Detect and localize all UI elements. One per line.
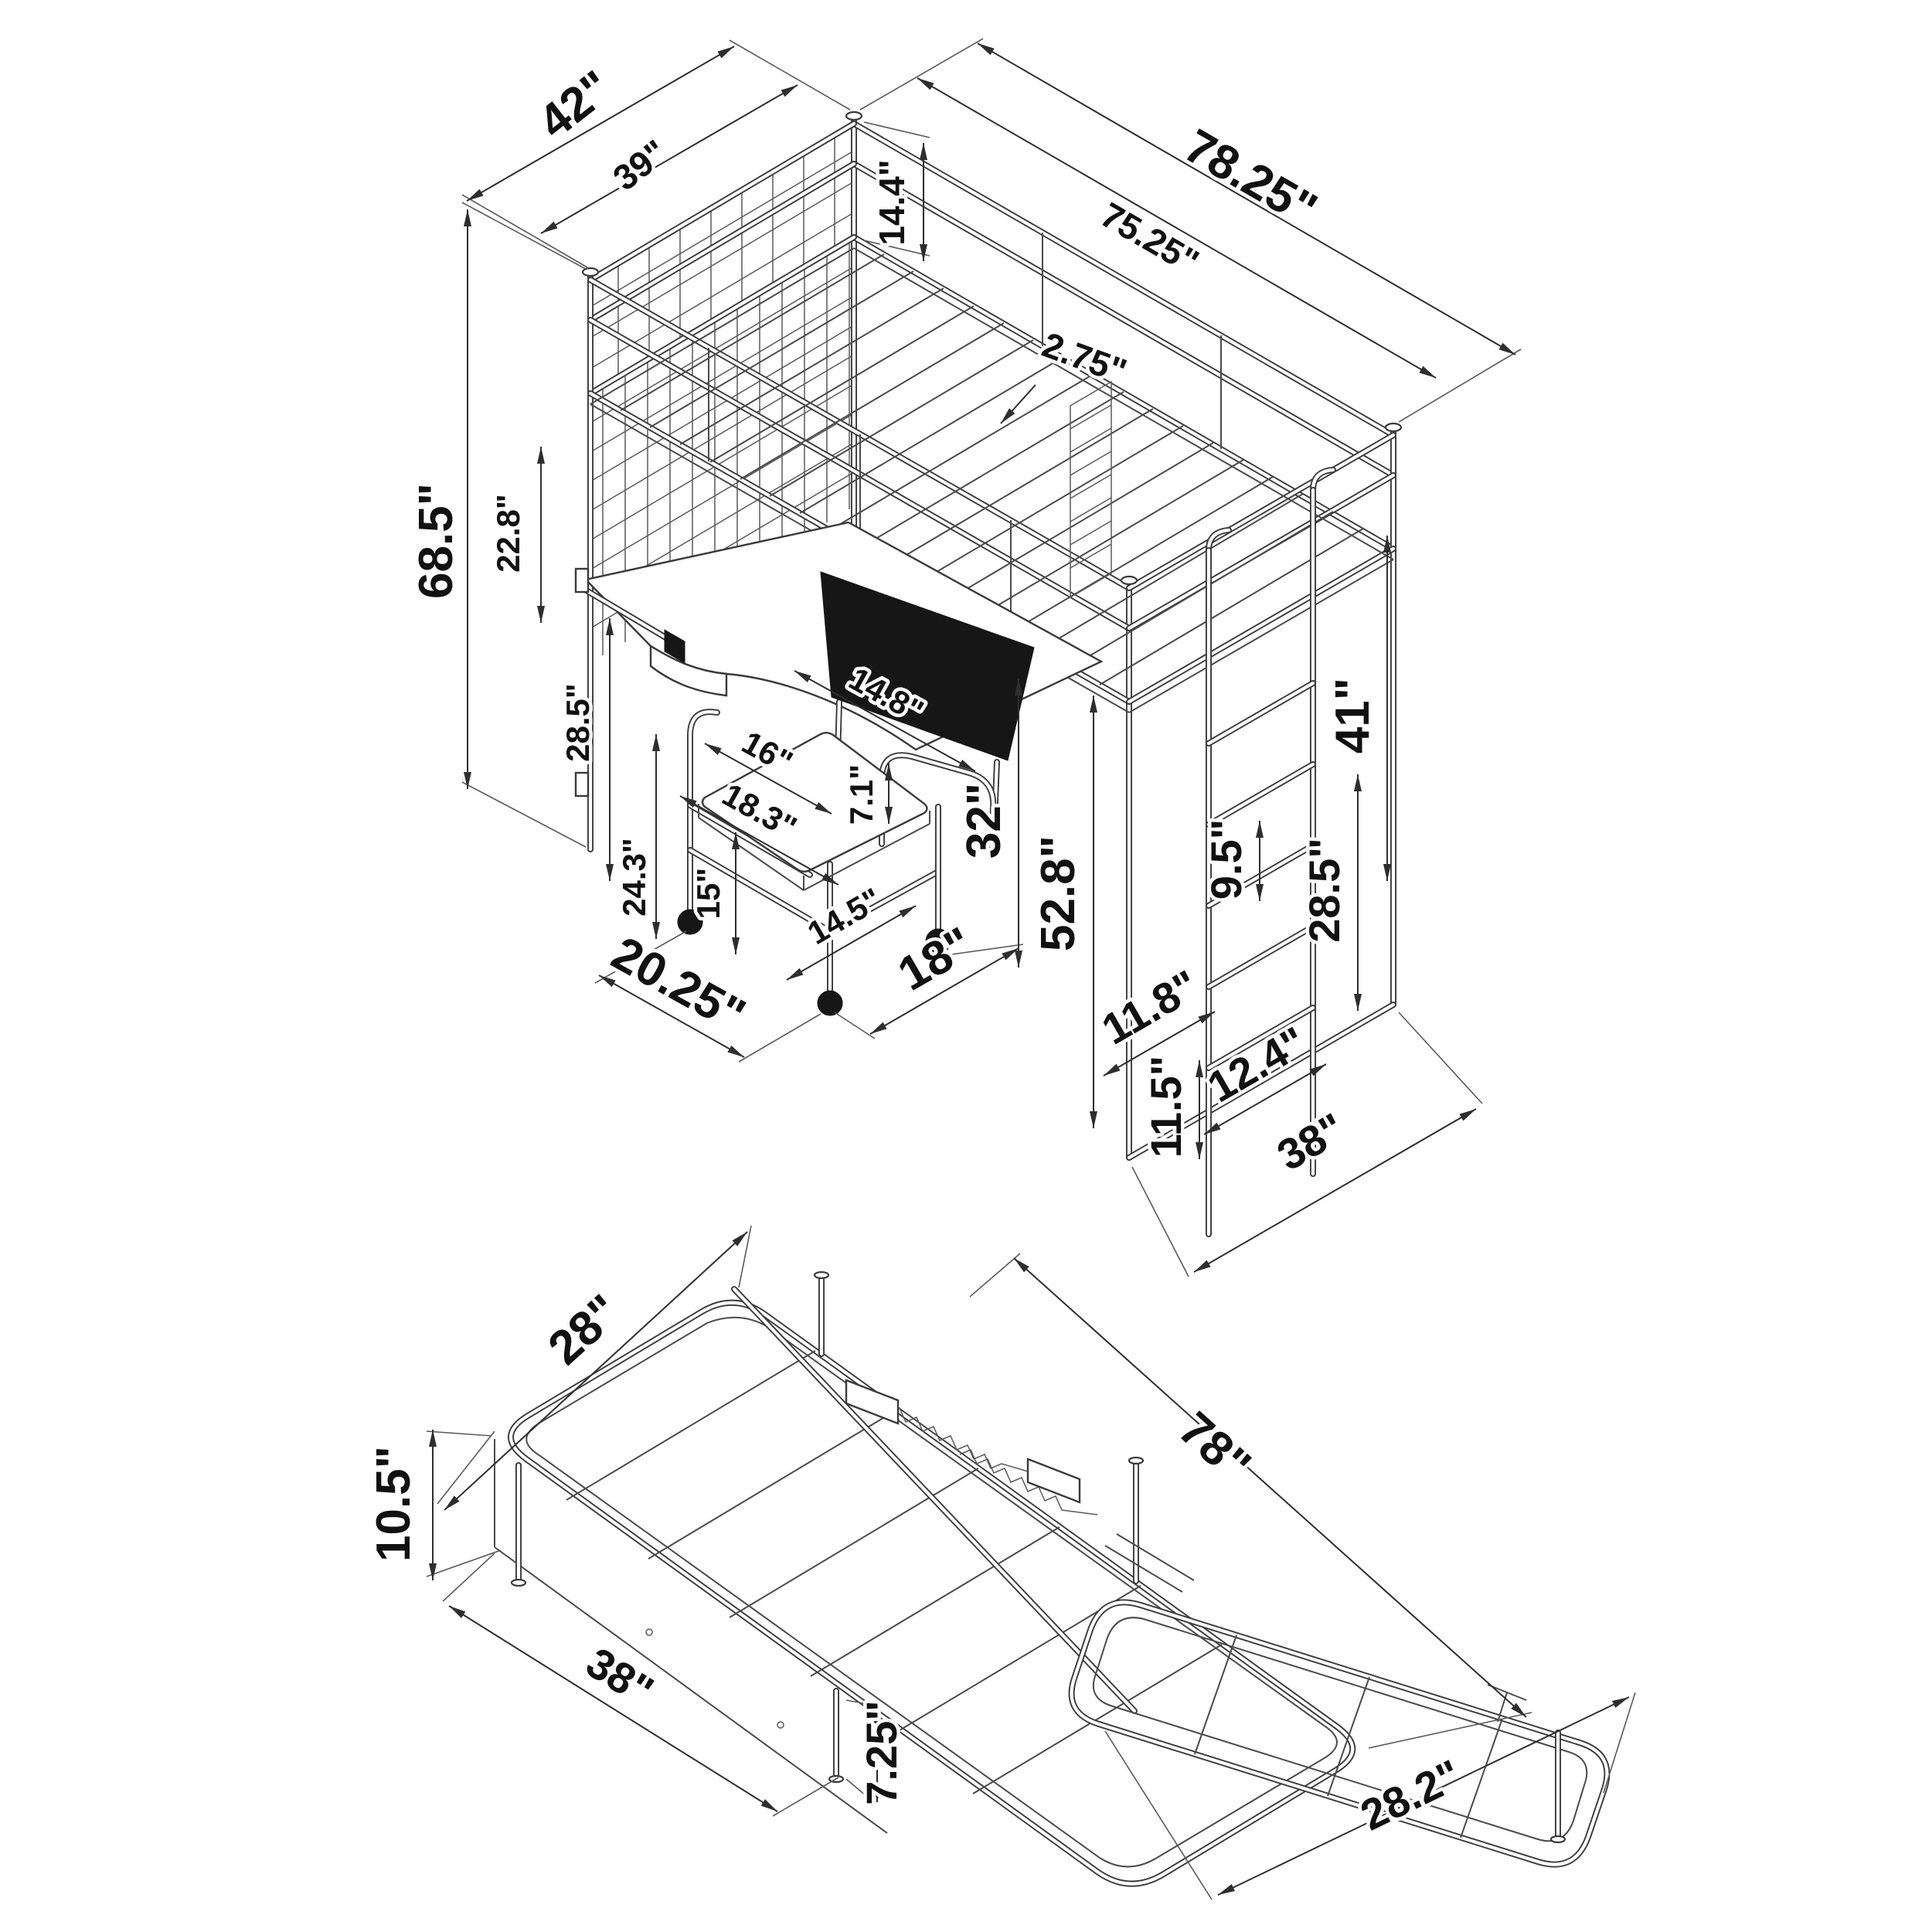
caster-front bbox=[817, 990, 843, 1016]
dim-chair-width: 20.25" bbox=[604, 927, 754, 1043]
futon-dimension-labels: 28" 10.5" 78" 38" 7.25" 28.2" bbox=[364, 1281, 1472, 1843]
dim-chair-depth: 18" bbox=[889, 917, 982, 1002]
dim-base-rail-height: 11.5" bbox=[1141, 1056, 1190, 1158]
underbed-grid bbox=[590, 240, 855, 655]
dim-rung-width: 12.4" bbox=[1199, 1017, 1315, 1111]
dim-guardrail-height: 14.4" bbox=[872, 159, 912, 245]
desk-bracket bbox=[664, 629, 685, 664]
loft-bed-view: 42" 39" 78.25" 75.25" 14.4" 2.75" 68.5" … bbox=[406, 38, 1522, 1277]
dim-ladder-lower: 28.5" bbox=[1300, 838, 1349, 943]
dim-end-rail-offset: 11.8" bbox=[1094, 961, 1206, 1054]
caster-left bbox=[677, 909, 703, 935]
dim-futon-leg-height: 7.25" bbox=[857, 1700, 906, 1805]
dim-overall-height: 68.5" bbox=[410, 483, 463, 599]
dim-overall-length: 78.25" bbox=[1175, 119, 1325, 236]
dim-seat-side: 7.1" bbox=[843, 764, 879, 825]
dim-under-bed-clearance: 52.8" bbox=[1032, 835, 1085, 951]
dim-rung-spacing: 9.5" bbox=[1202, 819, 1250, 900]
post-plate-lower bbox=[574, 771, 590, 798]
dim-inner-width: 39" bbox=[605, 131, 675, 198]
dim-futon-base-width: 38" bbox=[578, 1638, 662, 1716]
hatch-detail bbox=[1070, 380, 1112, 599]
chair-backrest bbox=[820, 571, 1035, 761]
dim-ladder-upper: 41" bbox=[1326, 678, 1379, 753]
dim-chair-inner-depth: 14.5" bbox=[801, 881, 888, 952]
dim-desk-height: 28.5" bbox=[560, 683, 596, 762]
dim-chair-height: 32" bbox=[957, 783, 1011, 859]
dim-futon-frame-height: 10.5" bbox=[367, 1446, 420, 1562]
futon-dimensions bbox=[426, 1225, 1636, 1900]
dim-desk-to-bed: 22.8" bbox=[490, 494, 526, 573]
desk-edge bbox=[649, 644, 728, 697]
futon-frame bbox=[494, 1270, 1356, 1887]
futon-frame-view: 28" 10.5" 78" 38" 7.25" 28.2" bbox=[364, 1225, 1636, 1900]
dim-end-width: 38" bbox=[1269, 1104, 1352, 1180]
dim-chair-frame-height: 15" bbox=[690, 868, 726, 920]
futon-hinge-springs bbox=[845, 1379, 1195, 1593]
ladder bbox=[1206, 467, 1336, 1237]
bed-dimensions bbox=[461, 38, 1522, 1277]
dim-overall-width: 42" bbox=[529, 60, 621, 149]
post-plate-upper bbox=[574, 567, 590, 594]
futon-seat-section bbox=[1068, 1599, 1611, 1868]
dim-futon-seat-length: 28.2" bbox=[1353, 1750, 1468, 1839]
dim-futon-length: 78" bbox=[1168, 1402, 1260, 1492]
dim-chair-back-height: 24.3" bbox=[616, 838, 652, 917]
